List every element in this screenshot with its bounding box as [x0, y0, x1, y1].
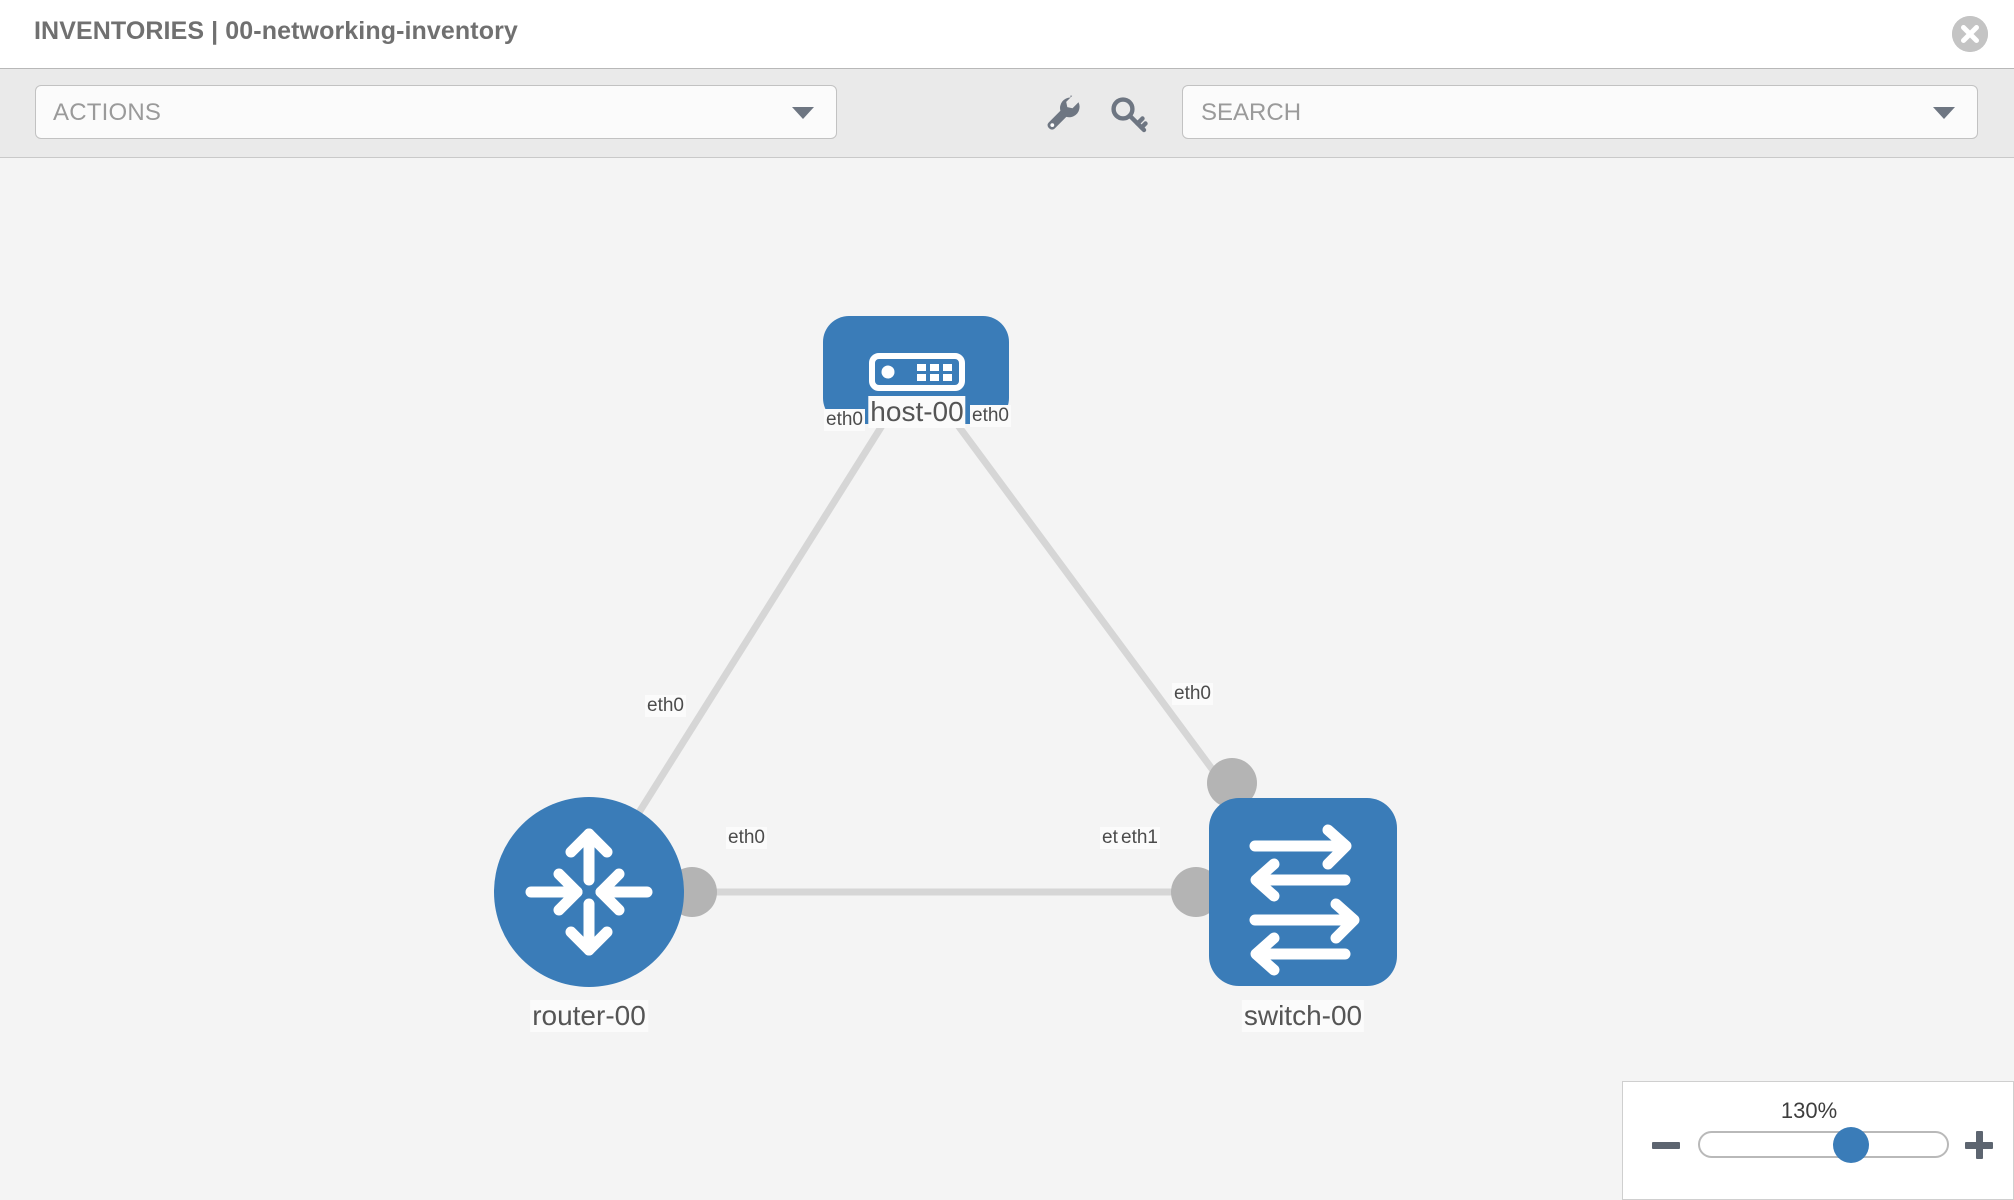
zoom-control-panel: 130% — [1622, 1081, 2014, 1200]
interface-label-router-right: eth0 — [726, 827, 767, 849]
interface-label-host-left: eth0 — [824, 409, 865, 431]
actions-dropdown-label: ACTIONS — [53, 99, 162, 126]
server-icon — [869, 353, 965, 391]
switch-arrows-icon — [1249, 824, 1360, 976]
search-field-wrapper — [1182, 85, 1978, 140]
topology-toolbar: ACTIONS — [0, 68, 2014, 158]
key-icon[interactable] — [1108, 91, 1152, 135]
interface-label-host-right: eth0 — [970, 405, 1011, 427]
plus-icon[interactable] — [1965, 1131, 1993, 1159]
node-label-router-00: router-00 — [530, 1000, 648, 1032]
chevron-down-icon[interactable] — [1933, 107, 1955, 119]
minus-icon[interactable] — [1652, 1131, 1680, 1159]
page-header: INVENTORIES | 00-networking-inventory — [0, 0, 2014, 68]
topology-canvas[interactable]: host-00 router-00 switch-00 eth0 eth0 et… — [0, 158, 2014, 1200]
interface-label-router-up: eth0 — [645, 695, 686, 717]
search-input[interactable] — [1199, 86, 1903, 140]
connector-switch-left — [1171, 867, 1221, 917]
chevron-down-icon — [792, 107, 814, 119]
interface-label-switch-left-eth1: eth1 — [1119, 827, 1160, 849]
zoom-level-value: 130% — [1780, 1098, 1838, 1123]
page-title: INVENTORIES | 00-networking-inventory — [34, 17, 518, 45]
connector-switch-top — [1207, 758, 1257, 808]
zoom-slider[interactable] — [1698, 1127, 1949, 1163]
zoom-slider-thumb[interactable] — [1833, 1127, 1869, 1163]
topology-graph — [494, 316, 1397, 987]
topology-links — [586, 367, 1306, 896]
node-label-host-00: host-00 — [868, 396, 966, 428]
node-switch-00 — [1209, 798, 1397, 986]
wrench-icon[interactable] — [1040, 91, 1084, 135]
router-arrows-icon — [525, 828, 653, 956]
interface-label-switch-up: eth0 — [1172, 683, 1213, 705]
link-host-router — [586, 368, 920, 894]
actions-dropdown[interactable]: ACTIONS — [35, 85, 837, 139]
node-router-00 — [494, 797, 684, 987]
node-label-switch-00: switch-00 — [1241, 1000, 1365, 1032]
close-icon[interactable] — [1952, 16, 1988, 52]
